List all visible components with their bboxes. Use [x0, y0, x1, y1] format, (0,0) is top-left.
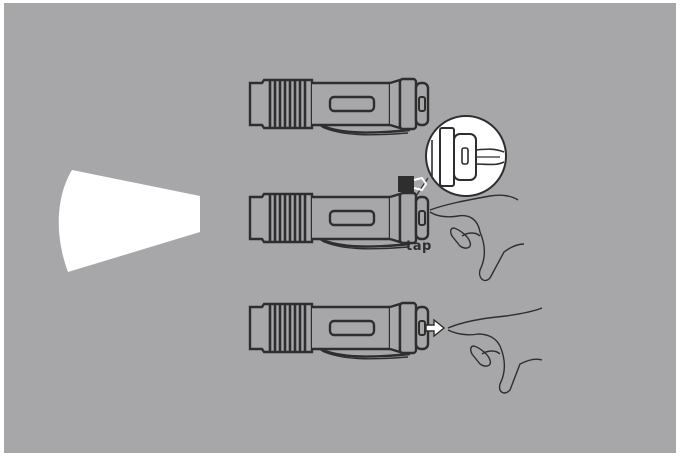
light-indicator-icon: [398, 176, 428, 192]
flashlight-on: [248, 191, 430, 251]
flashlight-off: [248, 77, 430, 137]
tapping-hand-icon: [429, 194, 525, 282]
zoom-callout: [415, 115, 507, 197]
flashlight-release: [248, 301, 430, 361]
light-beam: [58, 170, 200, 272]
tap-label: tap: [406, 239, 432, 254]
released-hand-icon: [447, 307, 543, 394]
release-arrow-icon: [425, 318, 446, 338]
